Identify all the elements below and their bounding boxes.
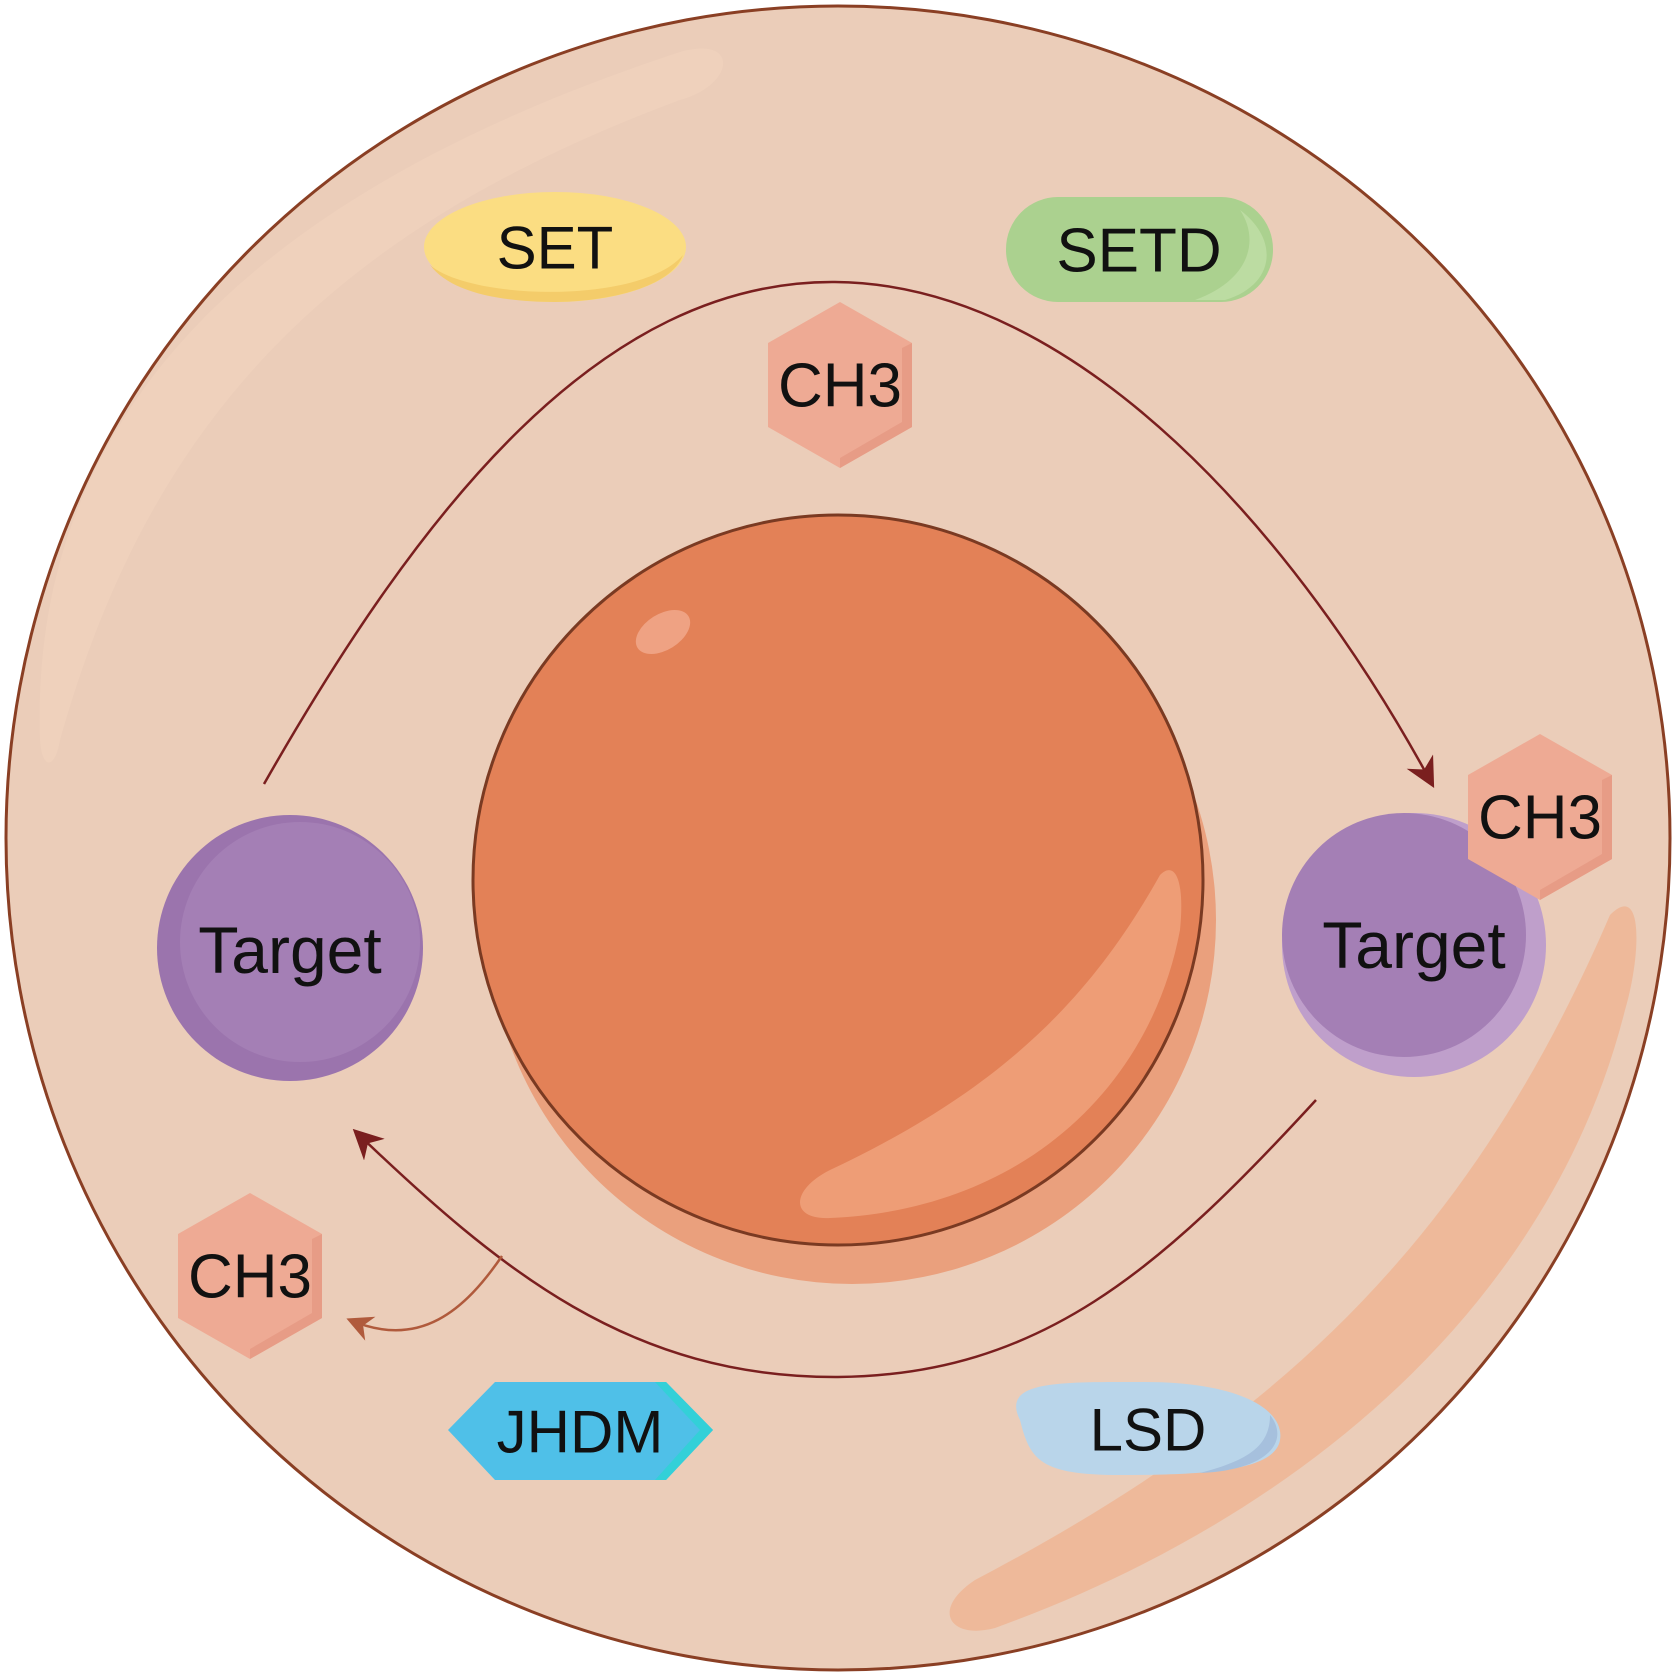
target-right-inner <box>1282 813 1526 1057</box>
setd-shade <box>1195 210 1267 300</box>
nucleus-gloss <box>635 609 691 655</box>
enzyme-lsd: LSD <box>1016 1381 1281 1475</box>
ch3-right-label: CH3 <box>1478 784 1602 853</box>
jhdm-hexagon <box>448 1382 713 1480</box>
enzyme-jhdm: JHDM <box>448 1382 713 1480</box>
cell-highlight-left <box>39 48 724 763</box>
set-oval <box>424 192 686 302</box>
target-left-inner <box>180 822 420 1062</box>
setd-pill <box>1006 197 1273 302</box>
set-label: SET <box>497 215 614 282</box>
ch3-release-arrow <box>346 1255 504 1341</box>
ch3-left-hexagon <box>178 1193 322 1359</box>
ch3-top-hexagon <box>768 302 912 468</box>
nucleus-body <box>471 513 1205 1247</box>
target-left: Target <box>157 815 423 1081</box>
ch3-left-shade <box>250 1234 322 1359</box>
lsd-label: LSD <box>1090 1397 1207 1464</box>
ch3-top: CH3 <box>768 302 912 468</box>
ch3-right: CH3 <box>1468 734 1612 900</box>
set-shade <box>430 255 683 302</box>
ch3-top-label: CH3 <box>778 352 902 421</box>
arrows <box>262 280 1435 1379</box>
ch3-right-shade <box>1540 775 1612 900</box>
ch3-left: CH3 <box>178 1193 322 1359</box>
target-right: Target <box>1282 813 1546 1077</box>
nucleus <box>471 513 1216 1284</box>
jhdm-shade <box>655 1382 713 1480</box>
target-right-label: Target <box>1322 908 1505 982</box>
nucleus-inner-highlight <box>800 870 1182 1219</box>
ch3-right-hexagon <box>1468 734 1612 900</box>
demethylation-arrow <box>352 1099 1317 1379</box>
methylation-arrow <box>262 280 1435 788</box>
ch3-left-label: CH3 <box>188 1243 312 1312</box>
jhdm-label: JHDM <box>497 1399 664 1466</box>
lsd-shape <box>1016 1381 1281 1475</box>
enzyme-setd: SETD <box>1006 197 1273 302</box>
enzyme-set: SET <box>424 192 686 302</box>
ch3-top-shade <box>840 343 912 468</box>
target-left-label: Target <box>198 913 381 987</box>
setd-label: SETD <box>1056 217 1221 286</box>
lsd-shade <box>1200 1415 1278 1473</box>
cell-highlight-right <box>949 906 1637 1631</box>
